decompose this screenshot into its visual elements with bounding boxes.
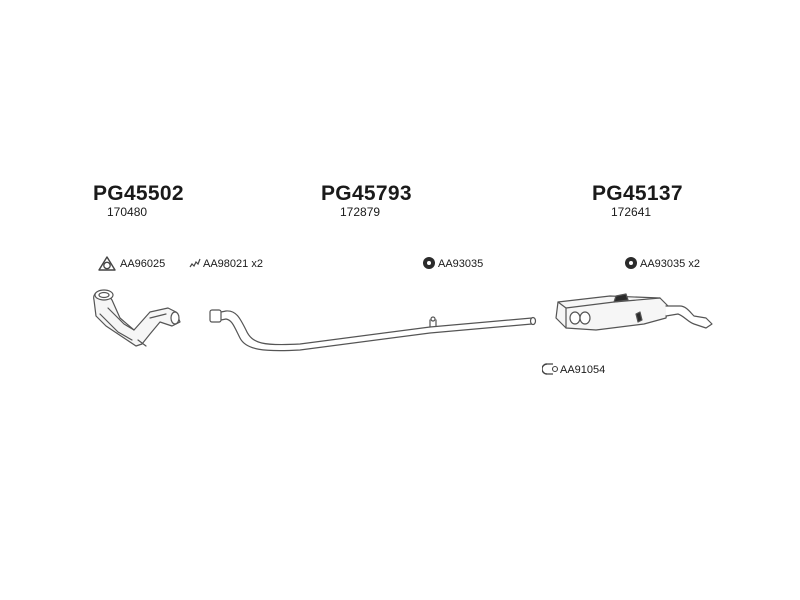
accessory-label-rubber-mount-mid: AA93035 xyxy=(438,258,484,270)
spring-icon xyxy=(189,258,201,268)
part-code-front-pipe: PG45502 xyxy=(93,182,184,205)
accessory-label-clamp: AA91054 xyxy=(560,364,606,376)
accessory-label-gasket: AA96025 xyxy=(120,258,166,270)
ref-number-rear-silencer: 172641 xyxy=(611,205,652,219)
rubber-mount-icon xyxy=(423,257,435,269)
clamp-icon xyxy=(542,363,559,375)
part-code-rear-silencer: PG45137 xyxy=(592,182,683,205)
accessory-label-spring: AA98021 x2 xyxy=(203,258,263,270)
middle-pipe-drawing xyxy=(209,309,537,352)
part-code-middle-pipe: PG45793 xyxy=(321,182,412,205)
ref-number-middle-pipe: 172879 xyxy=(340,205,381,219)
ref-number-front-pipe: 170480 xyxy=(107,205,148,219)
gasket-icon xyxy=(98,256,116,271)
rear-silencer-drawing xyxy=(555,293,713,331)
front-pipe-drawing xyxy=(93,289,181,347)
rubber-mount-icon xyxy=(625,257,637,269)
accessory-label-rubber-mount-rear: AA93035 x2 xyxy=(640,258,700,270)
